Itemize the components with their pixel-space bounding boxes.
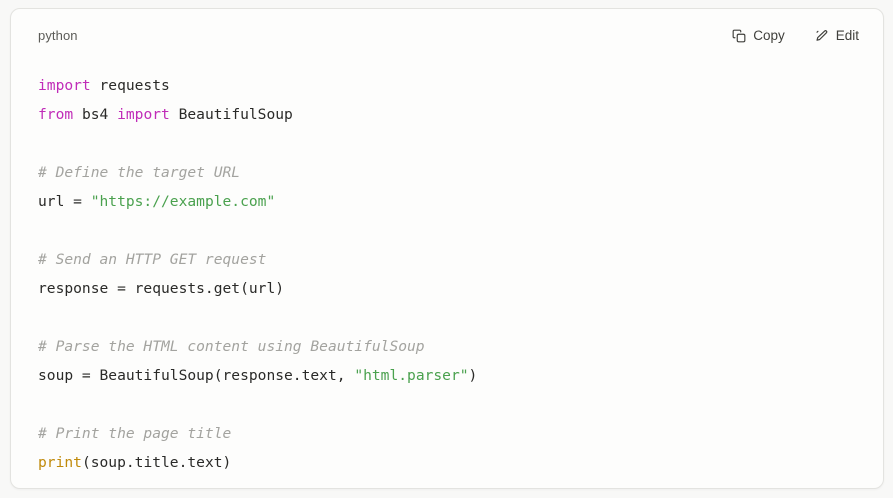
code-line: url = "https://example.com" (38, 187, 857, 216)
language-label: python (38, 28, 78, 43)
code-line: import requests (38, 71, 857, 100)
code-token-kw: import (117, 106, 170, 123)
code-line: print(soup.title.text) (38, 448, 857, 477)
code-line: response = requests.get(url) (38, 274, 857, 303)
copy-button-label: Copy (753, 28, 785, 43)
code-line (38, 390, 857, 419)
code-token-fn: print (38, 454, 82, 471)
code-block-card: python Copy Edit (10, 8, 884, 489)
code-token-cm: # Parse the HTML content using Beautiful… (38, 338, 425, 355)
code-token-txt: soup = BeautifulSoup(response.text, (38, 367, 355, 384)
code-token-txt: bs4 (73, 106, 118, 123)
code-token-txt: (soup.title.text) (81, 454, 232, 471)
header-actions: Copy Edit (730, 26, 861, 45)
code-line: # Parse the HTML content using Beautiful… (38, 332, 857, 361)
code-token-txt: BeautifulSoup (169, 106, 293, 123)
code-line (38, 216, 857, 245)
pencil-icon (815, 29, 829, 43)
code-line: # Send an HTTP GET request (38, 245, 857, 274)
copy-button[interactable]: Copy (730, 26, 787, 45)
code-line: # Print the page title (38, 419, 857, 448)
code-token-cm: # Send an HTTP GET request (38, 251, 267, 268)
code-line: from bs4 import BeautifulSoup (38, 100, 857, 129)
code-token-txt: url = (38, 193, 91, 210)
code-line (38, 303, 857, 332)
code-line (38, 129, 857, 158)
edit-button[interactable]: Edit (813, 26, 861, 45)
code-line: soup = BeautifulSoup(response.text, "htm… (38, 361, 857, 390)
code-block-header: python Copy Edit (11, 9, 883, 45)
code-token-str: "html.parser" (354, 367, 469, 384)
code-token-str: "https://example.com" (90, 193, 276, 210)
code-line: # Define the target URL (38, 158, 857, 187)
code-token-txt: requests (90, 77, 170, 94)
code-token-txt: response = requests.get(url) (38, 280, 285, 297)
code-token-cm: # Define the target URL (38, 164, 241, 181)
code-token-kw: import (38, 77, 91, 94)
code-token-txt: ) (468, 367, 478, 384)
copy-icon (732, 29, 746, 43)
edit-button-label: Edit (835, 28, 859, 43)
code-token-kw: from (38, 106, 74, 123)
code-token-cm: # Print the page title (38, 425, 232, 442)
